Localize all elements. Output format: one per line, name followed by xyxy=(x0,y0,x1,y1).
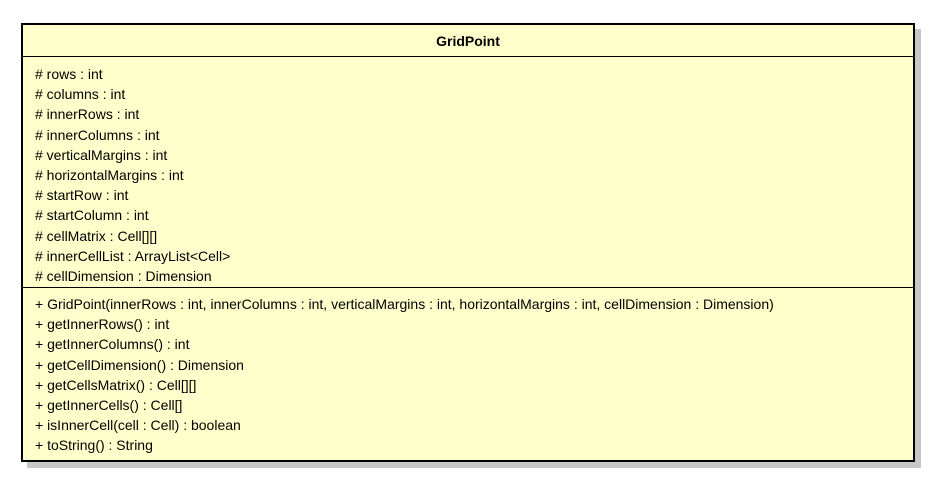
attribute-horizontal-margins: # horizontalMargins : int xyxy=(35,167,184,184)
operation-get-cell-dimension: + getCellDimension() : Dimension xyxy=(35,356,244,373)
operation-get-inner-cells: + getInnerCells() : Cell[] xyxy=(35,397,183,414)
attribute-rows: # rows : int xyxy=(35,66,103,82)
attributes-compartment: # rows : int # columns : int # innerRows… xyxy=(23,57,913,288)
operations-compartment: + GridPoint(innerRows : int, innerColumn… xyxy=(23,288,913,456)
operation-to-string: + toString() : String xyxy=(35,437,153,454)
operation-get-inner-columns: + getInnerColumns() : int xyxy=(35,336,190,353)
attribute-inner-cell-list: # innerCellList : ArrayList<Cell> xyxy=(35,247,231,264)
class-header: GridPoint xyxy=(23,25,913,57)
attribute-cell-dimension: # cellDimension : Dimension xyxy=(35,268,212,285)
attribute-cell-matrix: # cellMatrix : Cell[][] xyxy=(35,227,158,244)
attribute-vertical-margins: # verticalMargins : int xyxy=(35,146,168,163)
attribute-columns: # columns : int xyxy=(35,86,126,103)
operation-constructor: + GridPoint(innerRows : int, innerColumn… xyxy=(35,296,774,312)
class-name: GridPoint xyxy=(436,32,500,49)
attribute-inner-columns: # innerColumns : int xyxy=(35,126,160,143)
operation-is-inner-cell: + isInnerCell(cell : Cell) : boolean xyxy=(35,417,241,434)
operation-get-cells-matrix: + getCellsMatrix() : Cell[][] xyxy=(35,376,197,393)
attribute-inner-rows: # innerRows : int xyxy=(35,106,140,123)
operation-get-inner-rows: + getInnerRows() : int xyxy=(35,316,170,333)
uml-class-box[interactable]: GridPoint # rows : int # columns : int #… xyxy=(21,23,915,462)
attribute-start-column: # startColumn : int xyxy=(35,207,149,224)
attribute-start-row: # startRow : int xyxy=(35,187,129,204)
